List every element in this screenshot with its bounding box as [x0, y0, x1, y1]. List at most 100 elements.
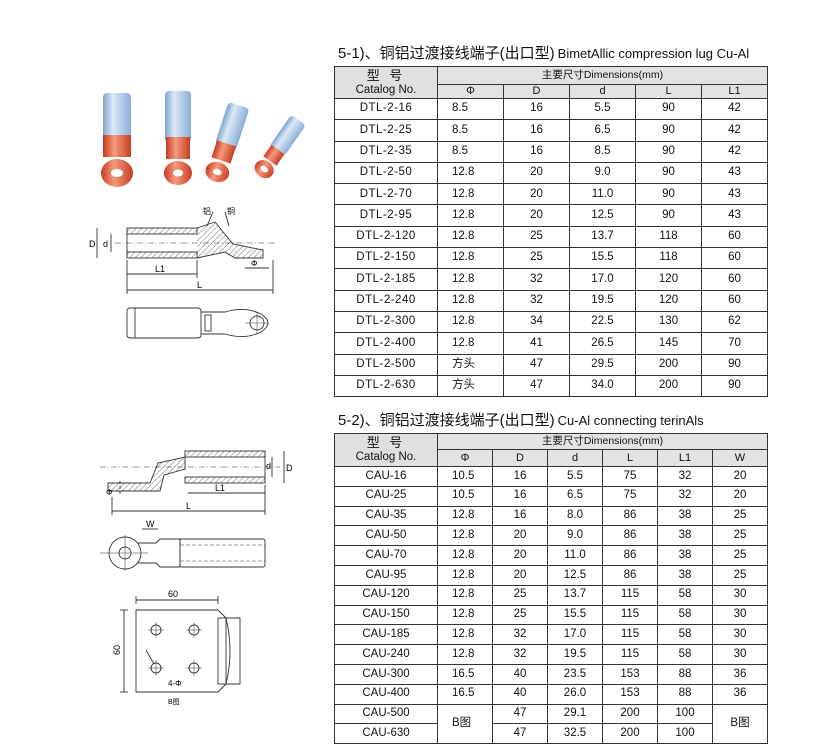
value-cell: 12.8: [437, 505, 493, 527]
label-D: D: [89, 239, 96, 249]
value-cell: 16: [503, 97, 570, 121]
value-cell: 20: [503, 204, 570, 227]
value-cell: 26.5: [569, 332, 636, 355]
value-cell: 12.5: [547, 564, 603, 586]
column-header: W: [712, 449, 768, 467]
value-cell: 115: [602, 644, 658, 665]
value-cell: 120: [635, 268, 702, 291]
value-cell: 75: [602, 485, 658, 507]
value-cell: 16.5: [437, 683, 493, 705]
label-L: L: [197, 280, 202, 290]
value-cell: 200: [635, 374, 702, 398]
label2-L: L: [186, 501, 191, 511]
label-L1: L1: [155, 264, 165, 274]
label2-D: D: [286, 463, 293, 473]
value-cell: 90: [635, 204, 702, 227]
value-cell: 100: [657, 723, 713, 745]
value-cell: 12.5: [569, 204, 636, 227]
value-cell: 29.5: [569, 353, 636, 376]
merged-w-cell: B图: [712, 703, 768, 745]
column-header: L1: [657, 449, 713, 467]
column-header: Φ: [437, 449, 493, 467]
value-cell: 20: [492, 564, 548, 586]
section2-title-cn: 5-2)、铜铝过渡接线端子(出口型): [338, 412, 555, 429]
value-cell: 25: [503, 247, 570, 270]
value-cell: 20: [492, 545, 548, 566]
column-header: d: [569, 84, 636, 99]
value-cell: 9.0: [547, 525, 603, 547]
value-cell: 38: [657, 564, 713, 586]
value-cell: 32.5: [547, 723, 603, 745]
catalog-cell: DTL-2-400: [334, 332, 438, 355]
value-cell: 86: [602, 505, 658, 527]
value-cell: 58: [657, 584, 713, 606]
value-cell: 16: [492, 505, 548, 527]
value-cell: 16: [503, 119, 570, 142]
value-cell: 60: [701, 289, 768, 312]
catalog-cell: CAU-185: [334, 624, 438, 646]
lug-large-2: [164, 91, 192, 185]
value-cell: 19.5: [547, 644, 603, 665]
column-header: d: [547, 449, 603, 467]
merged-phi-cell: B图: [437, 703, 493, 745]
value-cell: 40: [492, 683, 548, 705]
catalog-cell: DTL-2-35: [334, 140, 438, 163]
value-cell: 16.5: [437, 663, 493, 685]
catalog-cell: DTL-2-95: [334, 204, 438, 227]
value-cell: 90: [635, 119, 702, 142]
catalog-cell: DTL-2-50: [334, 161, 438, 185]
column-header: Φ: [437, 84, 504, 99]
value-cell: 方头: [437, 374, 504, 398]
label2-L1: L1: [215, 483, 225, 493]
value-cell: 6.5: [547, 485, 603, 507]
value-cell: 88: [657, 683, 713, 705]
value-cell: 22.5: [569, 310, 636, 334]
value-cell: 32: [503, 268, 570, 291]
value-cell: 90: [635, 140, 702, 163]
value-cell: 32: [503, 289, 570, 312]
value-cell: 47: [492, 703, 548, 725]
catalog-cell: DTL-2-25: [334, 119, 438, 142]
value-cell: 8.5: [437, 140, 504, 163]
value-cell: 90: [635, 183, 702, 206]
value-cell: 10.5: [437, 466, 493, 487]
value-cell: 30: [712, 624, 768, 646]
value-cell: 47: [503, 353, 570, 376]
label3-holes: 4-Φ: [168, 679, 182, 688]
value-cell: 62: [701, 310, 768, 334]
value-cell: 100: [657, 703, 713, 725]
value-cell: 10.5: [437, 485, 493, 507]
value-cell: 43: [701, 183, 768, 206]
label3-h60: 60: [112, 645, 122, 655]
value-cell: 20: [712, 466, 768, 487]
value-cell: 42: [701, 119, 768, 142]
value-cell: 58: [657, 644, 713, 665]
value-cell: 25: [492, 584, 548, 606]
value-cell: 15.5: [569, 247, 636, 270]
lug-product-photo: [101, 91, 305, 187]
catalog-cell: CAU-400: [334, 683, 438, 705]
label-al: 铝: [203, 206, 211, 216]
value-cell: 15.5: [547, 604, 603, 626]
value-cell: 25: [712, 564, 768, 586]
value-cell: 34.0: [569, 374, 636, 398]
section2-title: 5-2)、铜铝过渡接线端子(出口型)Cu-Al connecting terin…: [338, 409, 704, 430]
value-cell: 86: [602, 564, 658, 586]
catalog-cell: CAU-500: [334, 703, 438, 725]
value-cell: 12.8: [437, 604, 493, 626]
catalog-cell: DTL-2-185: [334, 268, 438, 291]
value-cell: 200: [635, 353, 702, 376]
